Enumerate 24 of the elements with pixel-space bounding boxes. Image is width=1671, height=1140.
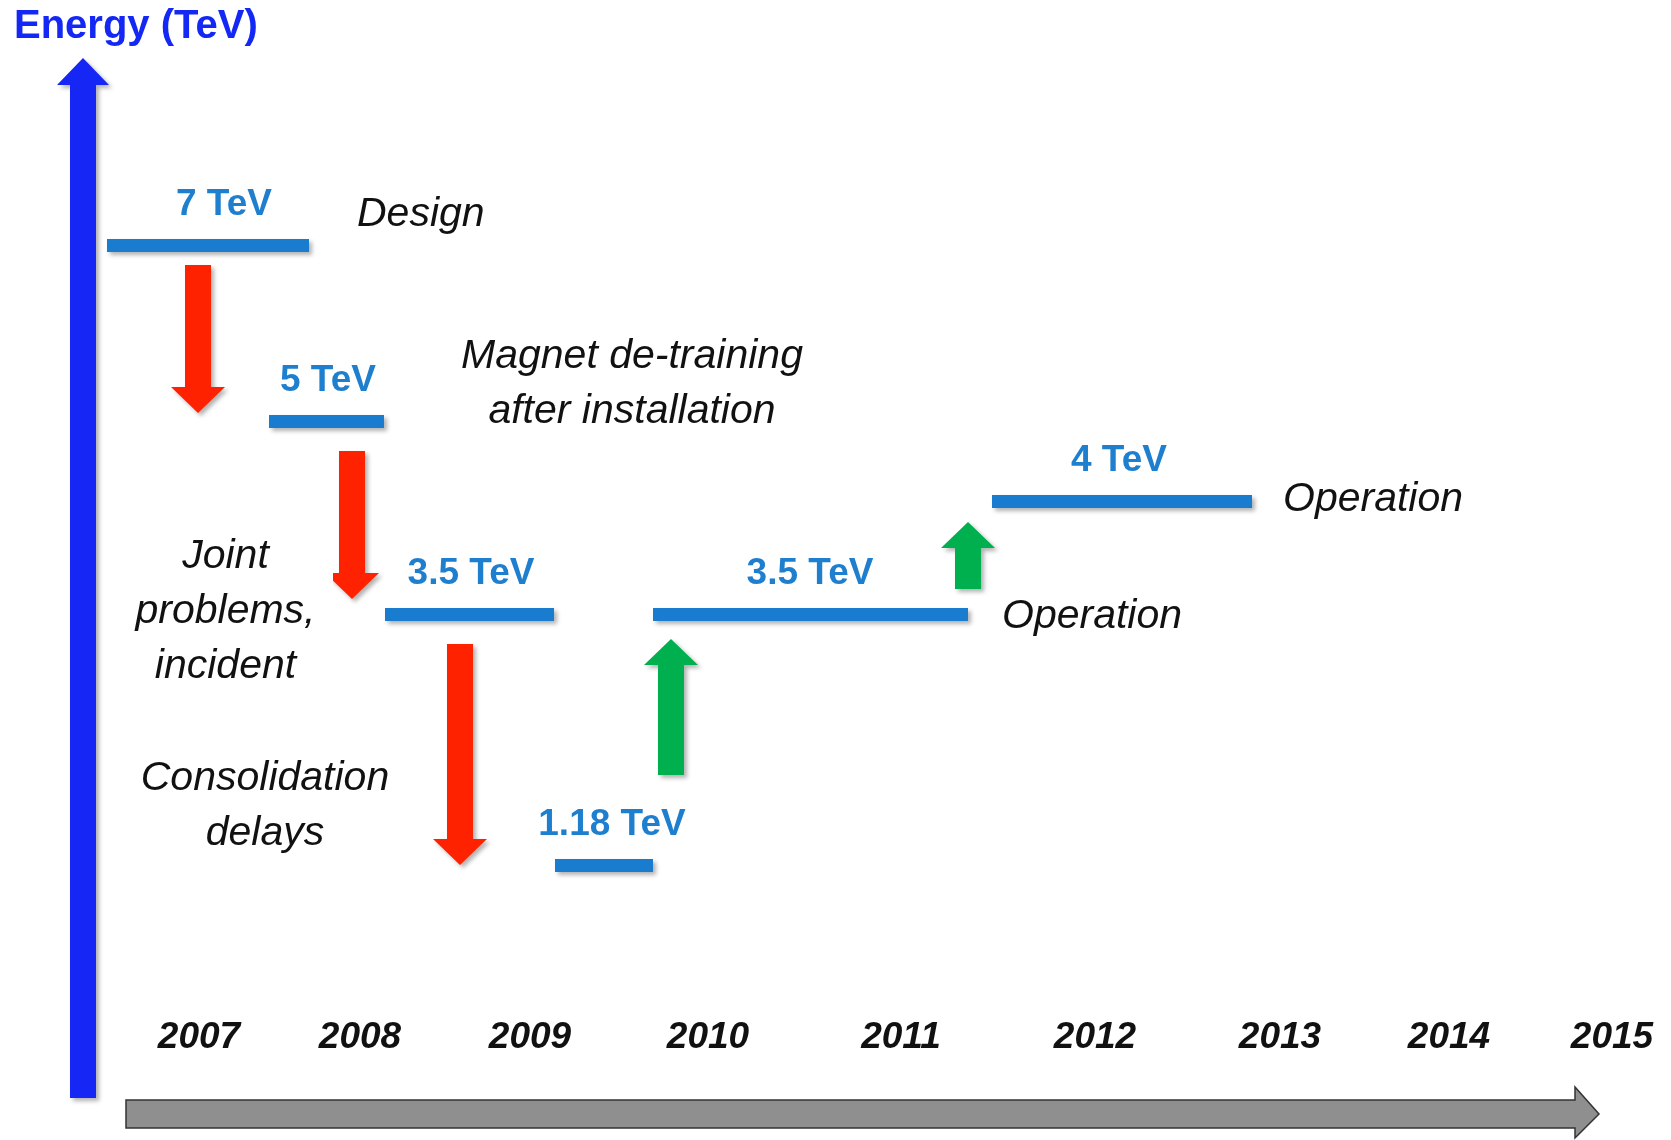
energy-value: 3.5 TeV <box>745 550 875 594</box>
phase-note: Magnet de-training after installation <box>460 330 804 434</box>
energy-value: 7 TeV <box>175 181 273 225</box>
energy-value: 4 TeV <box>1070 437 1168 481</box>
phase-note: Operation <box>1283 473 1465 522</box>
phase-note: Operation <box>1002 590 1184 639</box>
year-label: 2012 <box>1052 1015 1138 1057</box>
block-arrow <box>171 265 225 413</box>
energy-value: 5 TeV <box>279 357 377 401</box>
year-label: 2007 <box>156 1015 243 1057</box>
energy-value: 3.5 TeV <box>406 550 536 594</box>
block-arrow <box>941 522 995 589</box>
axis-title: Energy (TeV) <box>14 2 258 47</box>
year-label: 2014 <box>1406 1015 1492 1057</box>
phase-note: Design <box>357 188 486 237</box>
block-arrow <box>433 644 487 865</box>
year-label: 2009 <box>487 1015 573 1057</box>
energy-value: 1.18 TeV <box>537 801 687 845</box>
year-label: 2013 <box>1237 1015 1323 1057</box>
year-label: 2015 <box>1569 1015 1655 1057</box>
year-label: 2010 <box>665 1015 751 1057</box>
block-arrow <box>644 639 698 775</box>
year-label: 2011 <box>859 1015 942 1057</box>
year-label: 2008 <box>317 1015 403 1057</box>
